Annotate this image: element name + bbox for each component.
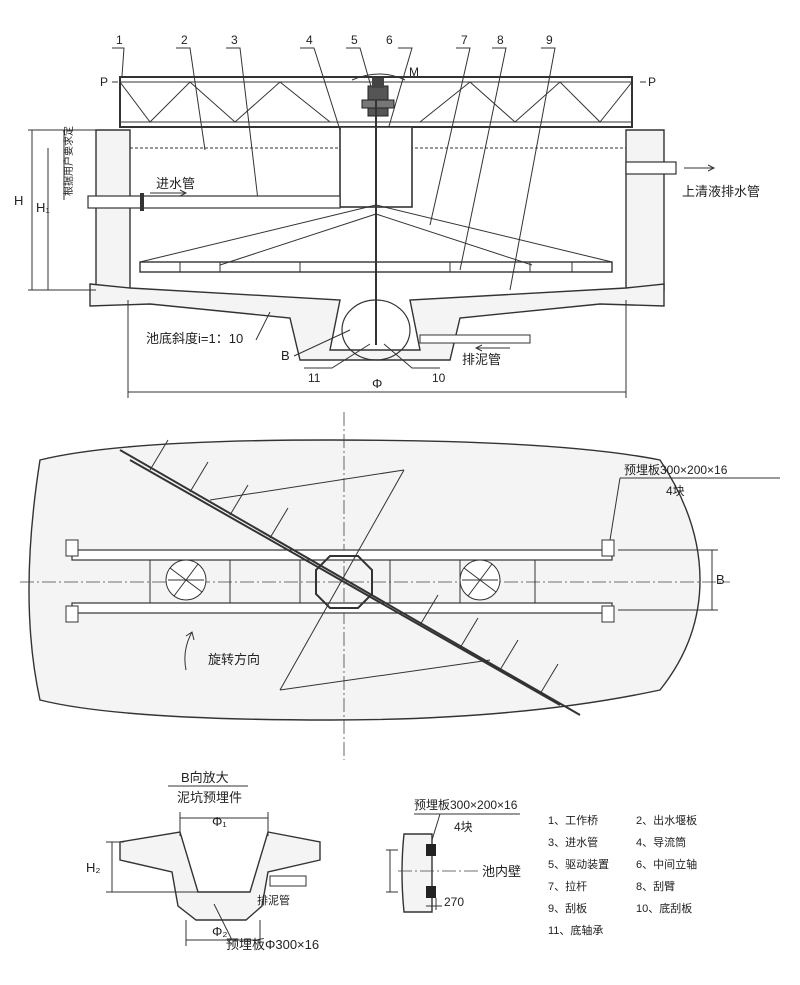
- drive-unit: [361, 78, 395, 117]
- legend-item-8: 8、刮臂: [636, 879, 675, 893]
- legend-item-11: 11、底轴承: [548, 923, 603, 937]
- floor-slope-label: 池底斜度i=1：10: [146, 331, 243, 346]
- sludge-pipe-label: 排泥管: [462, 352, 501, 367]
- p-marker-right: P: [648, 75, 656, 89]
- diameter-label: Φ: [372, 376, 382, 391]
- detail-b-title-line2: 泥坑预埋件: [177, 790, 242, 805]
- legend-item-4: 4、导流筒: [636, 835, 686, 849]
- leader-line-5: [346, 47, 373, 91]
- tank-wall-right: [625, 129, 665, 291]
- wall-plate-label: 预埋板300×200×16: [414, 798, 518, 812]
- legend: 1、工作桥 2、出水堰板 3、进水管 4、导流筒 5、驱动装置 6、中间立轴 7…: [548, 813, 697, 937]
- detail-b-phi2-dimension: [185, 920, 261, 946]
- plan-plate-count: 4块: [666, 484, 685, 498]
- inlet-pipe: [87, 193, 341, 211]
- inlet-pipe-label: 进水管: [156, 176, 195, 191]
- leader-number-10: 10: [432, 371, 446, 385]
- tank-wall-left: [95, 129, 131, 291]
- wall-plate-count: 4块: [454, 820, 473, 834]
- legend-item-1: 1、工作桥: [548, 814, 598, 827]
- plan-plate-label: 预埋板300×200×16: [624, 463, 728, 477]
- leader-line-9: [509, 47, 556, 291]
- detail-b-h2-label: H₂: [86, 860, 100, 875]
- leader-number-5: 5: [351, 33, 358, 47]
- legend-item-3: 3、进水管: [548, 835, 598, 849]
- leader-number-2: 2: [181, 33, 188, 47]
- plan-basin-outline: [28, 439, 701, 721]
- sludge-pipe: [419, 334, 531, 344]
- outlet-pipe: [625, 161, 677, 175]
- tank-floor: [89, 283, 665, 361]
- plan-b-label: B: [716, 572, 725, 587]
- view-b-label: B: [281, 348, 290, 363]
- wall-inner-label: 池内壁: [482, 864, 521, 879]
- leader-line-2: [176, 47, 206, 151]
- legend-item-10: 10、底刮板: [636, 901, 692, 915]
- rotation-direction-label: 旋转方向: [208, 652, 260, 667]
- detail-b-pit-section: [119, 831, 321, 921]
- leader-number-6: 6: [386, 33, 393, 47]
- vertical-note: 根据用户要求定: [62, 126, 75, 196]
- leader-number-9: 9: [546, 33, 553, 47]
- plan-scraper-arms: [119, 439, 581, 716]
- leader-number-11: 11: [308, 371, 321, 385]
- leader-line-4: [300, 47, 341, 131]
- leader-line-7: [429, 47, 471, 226]
- leader-line-6: [381, 47, 413, 151]
- rotation-arc: [351, 73, 406, 81]
- dim-h1-label: H₁: [36, 200, 50, 215]
- dim-h-label: H: [14, 193, 23, 208]
- detail-b-phi1-dimension: [179, 812, 269, 836]
- wall-detail: 预埋板300×200×16 4块 池内壁 270: [386, 798, 521, 913]
- detail-b-phi1-label: Φ₁: [212, 814, 227, 829]
- detail-b-phi2-label: Φ₂: [212, 924, 227, 939]
- leader-line-3: [226, 47, 259, 201]
- leader-number-7: 7: [461, 33, 468, 47]
- rotation-arrow: [184, 631, 195, 671]
- leader-line-8: [459, 47, 507, 271]
- detail-b-h2-dimension: [106, 841, 200, 893]
- wall-section: [401, 833, 433, 913]
- leader-number-1: 1: [116, 33, 123, 47]
- outlet-pipe-label: 上清液排水管: [682, 184, 760, 199]
- scraper-arm: [139, 261, 613, 273]
- leader-number-8: 8: [497, 33, 504, 47]
- wall-dim-270: 270: [444, 895, 464, 909]
- plan-view: 预埋板300×200×16 4块 旋转方向 B: [20, 412, 780, 760]
- legend-item-9: 9、刮板: [548, 901, 587, 915]
- legend-item-2: 2、出水堰板: [636, 813, 697, 827]
- motor-label-m: M: [409, 65, 419, 79]
- legend-item-6: 6、中间立轴: [636, 857, 697, 871]
- detail-b-plate-label: 预埋板Φ300×16: [226, 937, 319, 952]
- legend-item-7: 7、拉杆: [548, 879, 587, 893]
- plan-hatched-pads: [165, 559, 501, 601]
- height-dimensions: [28, 129, 96, 291]
- detail-b-sludge-pipe: [269, 875, 307, 887]
- detail-b-sludge-pipe-label: 排泥管: [257, 893, 290, 907]
- detail-b-title-line1: B向放大: [181, 770, 229, 785]
- p-marker-left: P: [100, 75, 108, 89]
- detail-b: B向放大 泥坑预埋件 排泥管 Φ₁ Φ₂ H₂ 预埋板Φ300×16: [86, 770, 321, 952]
- wall-plate-upper: [426, 844, 436, 856]
- leader-number-4: 4: [306, 33, 313, 47]
- leader-line-1: [112, 47, 125, 77]
- leader-number-3: 3: [231, 33, 238, 47]
- wall-plate-spacing-dim: [386, 849, 398, 893]
- plan-centerlines: [20, 412, 730, 760]
- detail-b-circle: [341, 299, 411, 361]
- section-view: 1 2 3 4 5 6 7 8 9 P P M: [14, 33, 760, 398]
- legend-item-5: 5、驱动装置: [548, 858, 609, 871]
- wall-plate-lower: [426, 886, 436, 898]
- tie-rods: [139, 204, 613, 266]
- plan-center-hub: [315, 555, 373, 609]
